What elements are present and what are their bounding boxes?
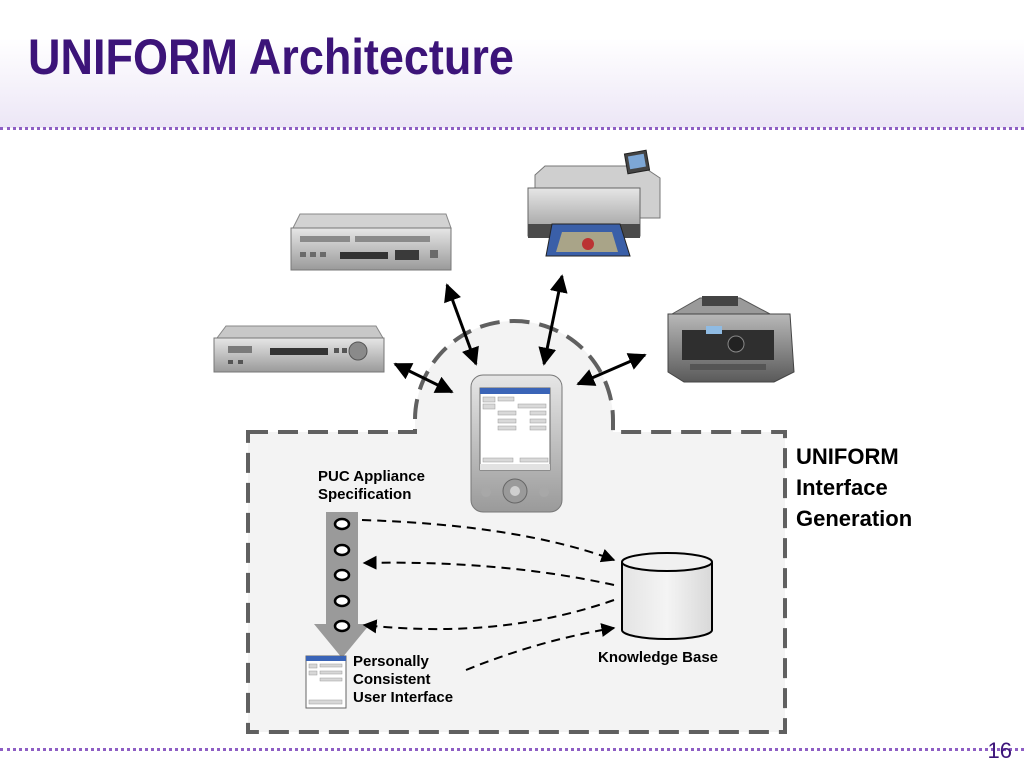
dashed-arrow-from-kb-1 xyxy=(362,555,615,586)
photo-printer-image xyxy=(527,149,661,257)
knowledge-base-cylinder xyxy=(621,552,713,640)
spec-node-3 xyxy=(333,568,351,582)
spec-node-4 xyxy=(333,594,351,608)
spec-node-1 xyxy=(333,517,351,531)
pocket-pc-image xyxy=(470,374,563,513)
puc-spec-line-1: PUC Appliance xyxy=(318,468,425,485)
vcr-dvd-combo-image xyxy=(290,213,452,271)
spec-flow-arrow xyxy=(314,512,370,658)
header-band xyxy=(0,0,1024,128)
knowledge-base-label: Knowledge Base xyxy=(598,649,719,666)
interface-line-1: Personally xyxy=(353,653,429,670)
uniform-gen-line-2: Interface xyxy=(796,474,888,500)
arrow-mfp-link xyxy=(576,353,647,386)
puc-spec-label: PUC Appliance Specification xyxy=(318,468,425,504)
uniform-gen-line-1: UNIFORM xyxy=(796,444,899,469)
uniform-generation-label: UNIFORM Interface Generation xyxy=(796,442,912,534)
dashed-arrow-to-kb-2 xyxy=(465,623,616,671)
slide-title: UNIFORM Architecture xyxy=(28,29,514,85)
uniform-gen-line-3: Generation xyxy=(796,505,913,531)
spec-node-5 xyxy=(333,619,351,633)
arrow-photo-printer-link xyxy=(538,274,568,366)
spec-node-2 xyxy=(333,543,351,557)
arrow-vcr-dvd-link xyxy=(444,283,479,366)
dashed-arrow-to-kb-1 xyxy=(361,519,616,563)
multifunction-printer-image xyxy=(667,296,795,383)
puc-spec-line-2: Specification xyxy=(318,486,412,503)
interface-line-2: Consistent xyxy=(353,671,431,688)
slide-number: 16 xyxy=(987,738,1012,763)
vcr-image xyxy=(213,325,385,373)
dashed-arrow-from-kb-2 xyxy=(362,599,615,634)
consistent-interface-label: Personally Consistent User Interface xyxy=(353,653,453,707)
generated-ui-thumbnail xyxy=(305,655,347,709)
top-divider xyxy=(0,127,1024,130)
arrow-vcr-link xyxy=(393,362,454,394)
interface-line-3: User Interface xyxy=(353,689,454,706)
bottom-divider xyxy=(0,748,1024,751)
